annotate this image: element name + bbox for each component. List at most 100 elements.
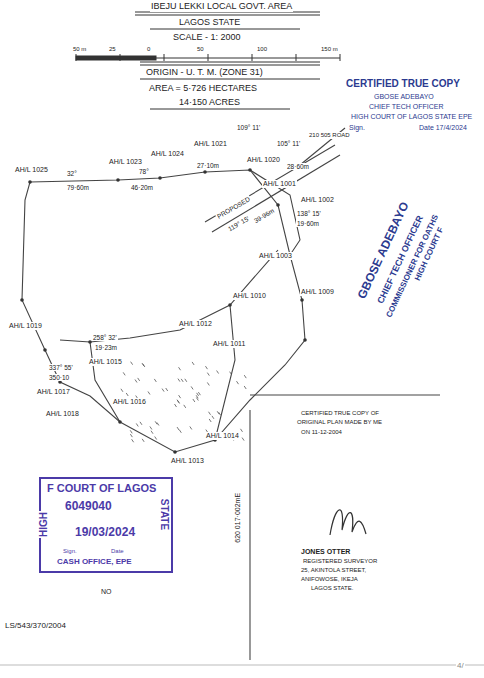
bearing: 337° 55' xyxy=(48,364,74,371)
ground-mark xyxy=(207,382,209,385)
ground-mark xyxy=(212,416,214,419)
beacon-label: AH/L 1002 xyxy=(300,196,335,204)
ground-mark xyxy=(217,371,219,374)
scale-text: SCALE - 1: 2000 xyxy=(172,33,242,43)
beacon-label: AH/L 1012 xyxy=(178,320,213,328)
surveyor-stamp: LAGOS STATE. xyxy=(310,585,354,592)
beacon-label: AH/L 1019 xyxy=(8,322,43,330)
ground-mark xyxy=(151,431,153,434)
stamp-text: GBOSE ADEBAYO xyxy=(373,93,435,101)
beacon-label: AH/L 1011 xyxy=(212,340,246,348)
bearing: 105° 11' xyxy=(276,140,301,147)
ground-mark xyxy=(175,404,177,407)
ground-mark xyxy=(207,373,209,376)
ground-mark xyxy=(132,439,134,442)
court-stamp: F COURT OF LAGOS xyxy=(46,482,157,494)
ground-mark xyxy=(192,362,194,365)
ground-mark xyxy=(150,426,152,429)
bearing: 78° xyxy=(138,168,150,175)
scale-tick xyxy=(76,54,77,61)
ground-mark xyxy=(193,399,195,402)
beacon-label: AH/L 1010 xyxy=(232,292,267,300)
ground-mark xyxy=(142,439,144,442)
court-stamp: STATE xyxy=(159,498,170,531)
title-line: LAGOS STATE xyxy=(178,18,241,28)
scale-tick xyxy=(296,54,297,61)
ground-mark xyxy=(178,379,180,382)
ground-mark xyxy=(155,421,157,424)
surveyor-stamp: REGISTERED SURVEYOR xyxy=(302,558,378,565)
surveyor-stamp: ANIFOWOSE, IKEJA xyxy=(300,576,359,583)
plan-number: LS/543/370/2004 xyxy=(4,622,67,631)
beacon-label: AH/L 1017 xyxy=(36,388,71,396)
court-stamp: Sign. xyxy=(62,548,78,555)
ground-mark xyxy=(205,366,207,369)
ground-mark xyxy=(177,427,179,430)
scale-number: 50 m xyxy=(72,46,87,53)
scale-number: 0 xyxy=(146,46,151,53)
ground-mark xyxy=(185,379,187,382)
distance: 27·10m xyxy=(196,162,220,169)
ground-mark xyxy=(179,367,181,370)
court-stamp: 19/03/2024 xyxy=(74,526,136,539)
distance: 350·10 xyxy=(48,374,70,381)
ground-mark xyxy=(244,375,246,378)
scale-tick xyxy=(164,54,165,61)
title-line: IBEJU LEKKI LOCAL GOVT. AREA xyxy=(150,2,293,12)
ground-mark xyxy=(138,378,140,381)
beacon-label: AH/L 1021 xyxy=(193,140,228,148)
ground-mark xyxy=(230,372,232,375)
ground-mark xyxy=(166,388,168,391)
ground-mark xyxy=(237,381,239,384)
title-line: AREA = 5·726 HECTARES xyxy=(148,84,258,94)
beacon-label: AH/L 1018 xyxy=(45,410,80,418)
ground-mark xyxy=(142,363,144,366)
bearing: 32° xyxy=(66,170,78,177)
scale-number: 100 xyxy=(256,46,268,53)
ground-mark xyxy=(209,419,211,422)
ground-mark xyxy=(198,392,200,395)
ground-mark xyxy=(190,426,192,429)
ground-mark xyxy=(130,430,132,433)
stamp-text: Date 17/4/2024 xyxy=(418,124,468,132)
ground-mark xyxy=(179,430,181,433)
bearing: 109° 11' xyxy=(236,124,261,131)
stamp-text: CHIEF TECH OFFICER xyxy=(368,103,445,111)
ground-mark xyxy=(177,400,179,403)
page-number: 4/ xyxy=(456,662,465,671)
beacon-label: AH/L 1014 xyxy=(205,432,240,440)
beacon-label: AH/L 1013 xyxy=(170,457,205,465)
distance: 39·96m xyxy=(252,206,276,224)
ground-mark xyxy=(121,389,123,392)
beacon-label: AH/L 1015 xyxy=(88,358,123,366)
ground-mark xyxy=(130,434,132,437)
surveyor-stamp: 25, AKINTOLA STREET, xyxy=(300,567,367,574)
beacon-label: AH/L 1003 xyxy=(258,252,293,260)
court-stamp: 6049040 xyxy=(64,500,113,513)
title-line: ORIGIN - U. T. M. (ZONE 31) xyxy=(145,68,264,78)
ground-mark xyxy=(179,395,181,398)
road-label: 210 505 ROAD xyxy=(308,132,351,139)
certification-note: ON 11-12-2004 xyxy=(300,429,343,436)
bearing: 258° 32' xyxy=(92,334,118,341)
ground-mark xyxy=(209,412,211,415)
ground-mark xyxy=(217,411,219,414)
scale-number: 50 xyxy=(196,46,205,53)
distance: 46·20m xyxy=(130,184,154,191)
ground-mark xyxy=(240,429,242,432)
beacon-label: AH/L 1009 xyxy=(300,288,335,296)
ground-mark xyxy=(242,438,244,441)
beacon-label: AH/L 1001 xyxy=(262,180,297,188)
note: NO xyxy=(100,588,113,596)
scale-number: 25 xyxy=(108,46,117,53)
distance: 28·60m xyxy=(286,163,310,170)
surveyor-stamp: JONES OTTER xyxy=(300,548,351,556)
ground-mark xyxy=(178,401,180,404)
certification-note: ORIGINAL PLAN MADE BY ME xyxy=(296,419,383,426)
grid-coordinate: 620 017·002mE xyxy=(234,492,242,544)
certification-note: CERTIFIED TRUE COPY OF xyxy=(300,410,380,417)
ground-mark xyxy=(155,437,157,440)
title-line: 14·150 ACRES xyxy=(178,98,241,108)
bearing: 138° 15' xyxy=(296,210,322,217)
